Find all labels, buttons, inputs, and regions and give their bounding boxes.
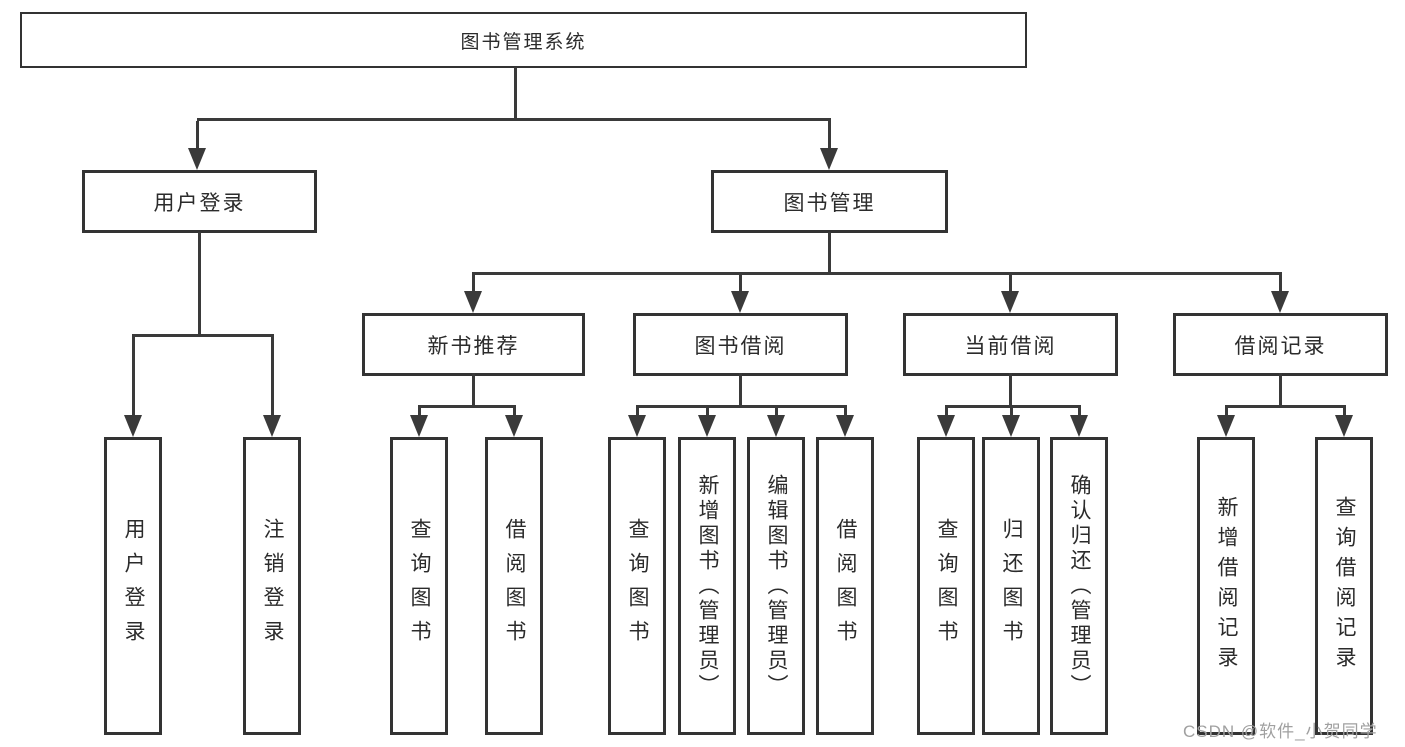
arrowhead-icon [836,415,854,437]
edge-to-leaf [1225,405,1228,418]
node-label: 图书借阅 [694,334,787,358]
leaf-confirm-return-admin: 确认归还（管理员） [1050,437,1108,735]
leaf-add-borrow-record: 新增借阅记录 [1197,437,1255,735]
node-label: 借阅图书 [834,518,857,654]
leaf-add-books-admin: 新增图书（管理员） [678,437,736,735]
node-label: 查询图书 [935,518,958,654]
node-label: 确认归还（管理员） [1068,473,1091,699]
arrowhead-icon [1335,415,1353,437]
leaf-borrow-books-recommend: 借阅图书 [485,437,543,735]
edge-root-to-user-login [196,121,199,151]
node-new-book-recommend: 新书推荐 [362,313,585,376]
edge-recommend-bar [418,405,516,408]
node-book-borrowing: 图书借阅 [633,313,848,376]
arrowhead-icon [263,415,281,437]
leaf-return-books: 归还图书 [982,437,1040,735]
arrowhead-icon [1271,291,1289,313]
arrowhead-icon [731,291,749,313]
arrowhead-icon [505,415,523,437]
edge-borrowing-bar [636,405,847,408]
arrowhead-icon [628,415,646,437]
arrowhead-icon [464,291,482,313]
arrowhead-icon [767,415,785,437]
node-label: 图书管理系统 [460,31,587,53]
edge-records-stem [1279,373,1282,408]
node-label: 用户登录 [153,191,246,215]
leaf-query-books-current: 查询图书 [917,437,975,735]
edge-root-to-book-mgmt [828,121,831,151]
edge-to-leaf [775,405,778,418]
leaf-query-borrow-record: 查询借阅记录 [1315,437,1373,735]
node-label: 借阅图书 [503,518,526,654]
edge-to-current-borrowing [1009,275,1012,293]
edge-to-leaf [1343,405,1346,418]
arrowhead-icon [124,415,142,437]
edge-book-mgmt-bar [472,272,1282,275]
edge-recommend-stem [472,373,475,408]
arrowhead-icon [1001,291,1019,313]
edge-to-leaf [844,405,847,418]
node-current-borrowing: 当前借阅 [903,313,1118,376]
edge-book-mgmt-stem [828,232,831,275]
arrowhead-icon [1002,415,1020,437]
node-label: 新书推荐 [427,334,520,358]
edge-to-borrowing-records [1279,275,1282,293]
leaf-borrow-books: 借阅图书 [816,437,874,735]
edge-to-leaf [1010,405,1013,418]
csdn-watermark: CSDN @软件_小贺同学 [1183,722,1378,741]
edge-borrowing-stem [739,373,742,408]
edge-to-leaf [513,405,516,418]
edge-to-book-borrowing [739,275,742,293]
edge-to-leaf-logout [271,337,274,418]
leaf-user-login: 用户登录 [104,437,162,735]
leaf-query-books-borrowing: 查询图书 [608,437,666,735]
arrowhead-icon [1217,415,1235,437]
node-label: 新增图书（管理员） [696,473,719,699]
node-borrowing-records: 借阅记录 [1173,313,1388,376]
node-label: 查询图书 [626,518,649,654]
node-label: 注销登录 [261,518,284,654]
edge-to-leaf [1078,405,1081,418]
node-user-login: 用户登录 [82,170,317,233]
node-label: 查询借阅记录 [1333,496,1356,676]
node-label: 归还图书 [1000,518,1023,654]
node-book-management: 图书管理 [711,170,948,233]
edge-user-login-stem [198,232,201,337]
edge-root-stem [514,67,517,121]
arrowhead-icon [937,415,955,437]
edge-records-bar [1225,405,1346,408]
node-label: 图书管理 [783,191,876,215]
node-library-management-system: 图书管理系统 [20,12,1027,68]
edge-current-bar [945,405,1081,408]
leaf-logout: 注销登录 [243,437,301,735]
edge-to-leaf [418,405,421,418]
edge-current-stem [1009,373,1012,408]
edge-to-leaf [706,405,709,418]
edge-to-leaf [636,405,639,418]
leaf-edit-books-admin: 编辑图书（管理员） [747,437,805,735]
edge-root-bar [197,118,831,121]
edge-user-login-bar [132,334,274,337]
leaf-query-books-recommend: 查询图书 [390,437,448,735]
edge-to-leaf [945,405,948,418]
arrowhead-icon [1070,415,1088,437]
arrowhead-icon [820,148,838,170]
arrowhead-icon [698,415,716,437]
node-label: 用户登录 [122,518,145,654]
node-label: 查询图书 [408,518,431,654]
edge-to-leaf-user-login [132,337,135,418]
arrowhead-icon [410,415,428,437]
node-label: 借阅记录 [1234,334,1327,358]
node-label: 新增借阅记录 [1215,496,1238,676]
arrowhead-icon [188,148,206,170]
node-label: 当前借阅 [964,334,1057,358]
node-label: 编辑图书（管理员） [765,473,788,699]
edge-to-new-book-recommend [472,275,475,293]
